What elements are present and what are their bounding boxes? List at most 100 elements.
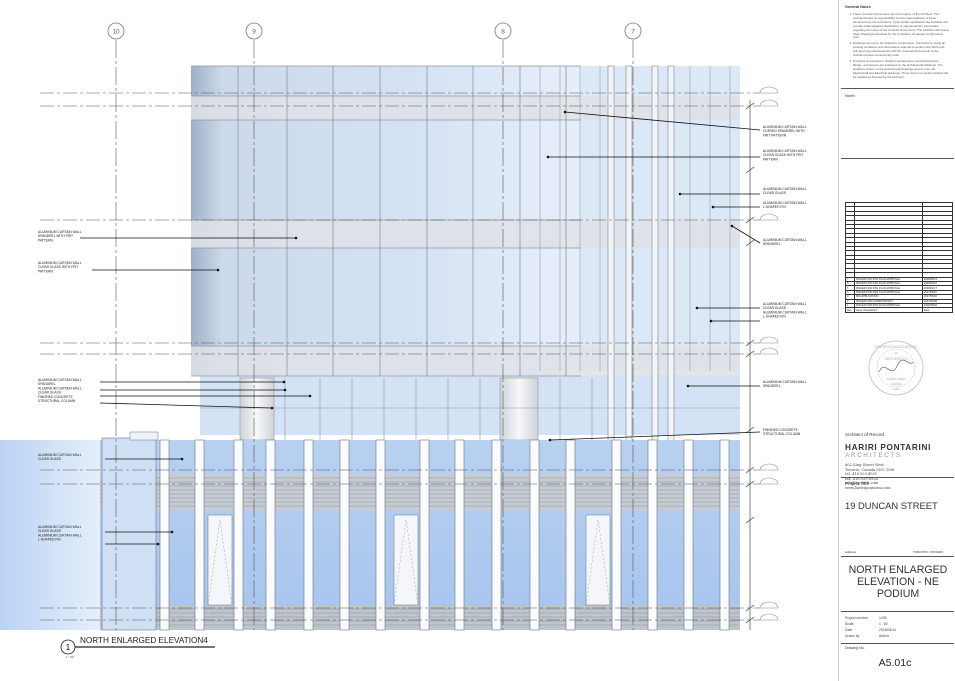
podium-fin <box>339 439 350 631</box>
podium-fin <box>683 439 694 631</box>
leader-arrow <box>170 530 174 534</box>
grid-label: 9 <box>252 29 256 36</box>
callout-line: ALUMINIUM CURTAIN WALL <box>763 380 807 384</box>
callout-line: ALUMINIUM CURTAIN WALL <box>38 230 82 234</box>
grid-bubble <box>624 22 642 40</box>
drawing-number: A5.01c <box>878 657 912 669</box>
rev-cell: Rev. <box>845 307 855 313</box>
general-notes-title: General Notes <box>845 5 871 9</box>
rev-cell: Issue / Description <box>853 307 923 313</box>
leader-arrow <box>308 394 312 398</box>
leader-arrow <box>282 380 286 384</box>
dimension-tick <box>745 604 755 612</box>
address-line: Toronto, Canada M5V 1M6 <box>845 467 895 472</box>
leader-arrow <box>270 406 274 410</box>
callout-line: ALUMINIUM CURTAIN WALL <box>38 533 82 537</box>
dimension-tick <box>745 466 755 474</box>
callout-line: L-SHAPED FIN <box>763 315 786 319</box>
view-title-text: NORTH ENLARGED ELEVATION4 <box>80 636 208 645</box>
callout-line: PATTERN <box>38 238 54 242</box>
seal-text: 4460 <box>893 387 900 391</box>
podium-fins <box>159 439 730 631</box>
callout-line: ALUMINIUM CURTAIN WALL <box>38 453 82 457</box>
leader-arrow <box>695 306 699 310</box>
view-number: 1 <box>66 643 71 652</box>
podium-fin <box>265 439 276 631</box>
podium-fin <box>375 439 386 631</box>
scale-value: 1 : 50 <box>879 622 888 626</box>
callout-line: ALUMINIUM CURTAIN WALL <box>763 201 807 205</box>
callout-line: CLEAR GLASS <box>38 457 62 461</box>
callout-line: CLEAR GLASS <box>763 191 787 195</box>
date-row: Date 2018/06/14 <box>845 628 896 632</box>
podium-fin <box>159 439 170 631</box>
date-value: 2018/06/14 <box>879 628 896 632</box>
dimension-tick <box>745 516 755 524</box>
dimension-string <box>745 100 755 630</box>
project-title: 19 DUNCAN STREET <box>845 500 938 511</box>
address-line: 602 King Street West <box>845 463 884 467</box>
dimension-tick <box>745 216 755 224</box>
leader-arrow <box>711 205 715 209</box>
grid-bubble <box>107 22 125 40</box>
address-line: info@hp-arch.com <box>845 481 879 486</box>
sheet-title-line: ELEVATION - NE <box>856 576 940 588</box>
callout-line: ALUMINIUM CURTAIN WALL <box>38 261 82 265</box>
seal-text: SIAMAK HARIRI <box>886 377 906 381</box>
callout-line: SPANDREL <box>763 242 781 246</box>
leader-arrow <box>180 457 184 461</box>
sheet-title-line: NORTH ENLARGED <box>848 564 948 576</box>
view-title: 1 NORTH ENLARGED ELEVATION4 1 : 50 <box>60 636 215 659</box>
callout-line: CLEAR GLASS WITH FRIT <box>763 153 803 157</box>
firm-address: 602 King Street West Toronto, Canada M5V… <box>845 463 894 491</box>
dimension-tick <box>745 480 755 488</box>
callout-line: STRUCTURAL COLUMN <box>763 432 801 436</box>
callout-line: ALUMINIUM CURTAIN WALL <box>38 525 82 529</box>
tb-divider <box>841 643 954 644</box>
dimension-tick <box>745 102 755 110</box>
tb-divider <box>841 158 954 159</box>
leader-arrow <box>156 542 160 546</box>
leader-line <box>564 111 761 131</box>
seal-text: LICENCE <box>890 382 902 386</box>
level-marker <box>759 213 779 221</box>
podium-fin <box>611 439 622 631</box>
project-title-label: Project Title <box>845 481 869 486</box>
spandrel-bands <box>191 96 740 376</box>
podium-fin <box>529 439 540 631</box>
callout-line: L-SHAPED FIN <box>38 538 61 542</box>
grid-label: 10 <box>112 29 120 36</box>
leader-arrow <box>686 384 690 388</box>
podium-fin <box>719 439 730 631</box>
callout-line: CLEAR GLASS WITH FRIT <box>38 265 78 269</box>
podium-fin <box>419 439 430 631</box>
podium-corner-block <box>101 437 157 631</box>
podium-fin <box>565 439 576 631</box>
leader-arrow <box>216 268 220 272</box>
leader-arrow <box>730 224 734 228</box>
title-block: General Notes These Contract Documents a… <box>838 0 955 681</box>
grid-label: 7 <box>631 29 635 36</box>
callout-line: SPANDREL <box>763 384 781 388</box>
level-marker <box>759 336 779 344</box>
callout-line: L-SHAPED FIN <box>763 205 786 209</box>
callout-line: ALUMINIUM CURTAIN WALL <box>763 238 807 242</box>
firm-subtitle: ARCHITECTS <box>845 452 902 459</box>
leader-arrow <box>709 319 713 323</box>
leader-line <box>549 431 761 441</box>
structural-column-left <box>239 377 275 441</box>
level-marker <box>759 613 779 621</box>
grid-bubble <box>245 22 263 40</box>
seal-text: ARCHITECTS <box>885 357 909 361</box>
drawn-by-row: Drawn by Author <box>845 634 889 638</box>
callout-line: CLEAR GLASS <box>38 529 62 533</box>
